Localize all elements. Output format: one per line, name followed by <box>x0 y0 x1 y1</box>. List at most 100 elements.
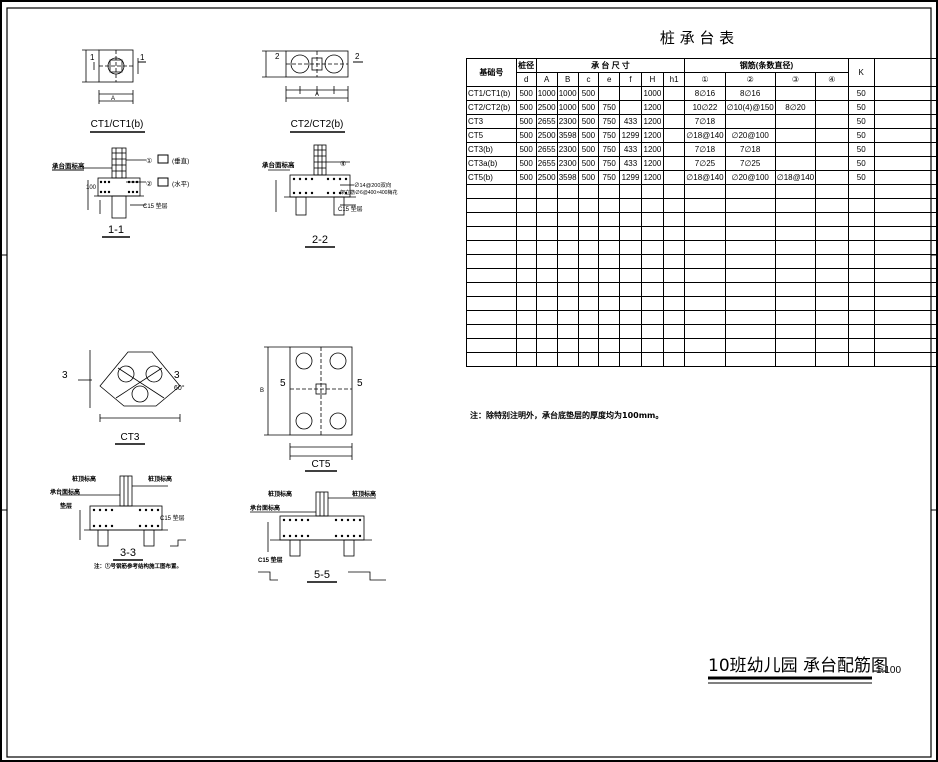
table-cell <box>684 296 726 311</box>
sec55-label-a: 承台面标高 <box>250 504 280 512</box>
table-cell <box>466 268 517 283</box>
cap-code-cell: CT5(b) <box>466 170 517 185</box>
table-cell <box>847 338 875 353</box>
ct2-cut-mark: 2 <box>275 52 280 61</box>
table-cell <box>466 198 517 213</box>
sec33-label-b: 桩顶标高 <box>72 475 96 483</box>
table-cell <box>724 254 776 269</box>
table-cell: 2300 <box>556 156 579 171</box>
table-cell <box>873 324 938 339</box>
table-cell: 50 <box>847 86 875 101</box>
table-cell: 750 <box>598 128 621 143</box>
table-header-row: 基础号 桩径 承 台 尺 寸 钢筋(条数直径) K <box>466 58 938 87</box>
table-cell <box>662 226 686 241</box>
table-cell <box>815 268 849 283</box>
table-cell <box>662 100 686 115</box>
table-cell: 500 <box>577 100 600 115</box>
sheet-scale: 1:100 <box>876 665 901 676</box>
table-cell <box>684 338 726 353</box>
table-cell <box>774 310 817 325</box>
table-cell: 1000 <box>556 100 579 115</box>
table-cell <box>815 310 849 325</box>
table-cell: 500 <box>577 114 600 129</box>
table-cell <box>515 296 537 311</box>
table-cell: 500 <box>515 170 537 185</box>
table-cell: 1000 <box>556 86 579 101</box>
sec22-bar-note-2: 架立筋∅6@400×400梅花 <box>340 189 397 196</box>
table-cell <box>684 352 726 367</box>
table-cell <box>815 114 849 129</box>
header-rebar: 钢筋(条数直径) <box>684 58 849 73</box>
table-cell <box>662 170 686 185</box>
ct2-plan-view <box>262 50 349 102</box>
table-cell: 500 <box>515 142 537 157</box>
subheader-cell: ② <box>724 72 776 87</box>
table-cell <box>724 240 776 255</box>
table-cell <box>577 184 600 199</box>
table-row <box>466 212 938 227</box>
table-cell: 2655 <box>535 114 558 129</box>
table-cell: 500 <box>515 86 537 101</box>
table-cell <box>598 268 621 283</box>
table-cell <box>847 184 875 199</box>
table-cell <box>774 128 817 143</box>
table-cell <box>619 282 642 297</box>
table-cell <box>598 324 621 339</box>
table-cell: 433 <box>619 114 642 129</box>
table-cell <box>640 324 664 339</box>
table-cell <box>556 198 579 213</box>
header-blank <box>873 58 938 87</box>
cap-code-cell: CT1/CT1(b) <box>466 86 517 101</box>
table-cell <box>535 338 558 353</box>
table-cell: 2500 <box>535 170 558 185</box>
table-cell <box>598 226 621 241</box>
table-cell <box>774 86 817 101</box>
subheader-cell: d <box>515 72 537 87</box>
table-cell <box>640 268 664 283</box>
table-cell: 3598 <box>556 128 579 143</box>
ct1-cut-mark: 1 <box>90 53 95 62</box>
table-row <box>466 184 938 199</box>
table-cell <box>847 296 875 311</box>
table-cell: 1000 <box>535 86 558 101</box>
table-row <box>466 310 938 325</box>
table-cell <box>724 338 776 353</box>
table-cell <box>556 310 579 325</box>
table-cell <box>619 86 642 101</box>
ct5-plan-view <box>264 346 353 460</box>
sec11-c15: C15 垫层 <box>143 202 168 210</box>
table-cell <box>640 198 664 213</box>
table-cell <box>662 212 686 227</box>
table-cell <box>515 198 537 213</box>
table-cell: 433 <box>619 142 642 157</box>
table-cell <box>466 324 517 339</box>
table-cell: 50 <box>847 100 875 115</box>
table-cell <box>598 352 621 367</box>
table-cell <box>535 268 558 283</box>
table-cell: 500 <box>577 156 600 171</box>
table-cell <box>873 114 938 129</box>
sec11-dim-100: 100 <box>86 185 97 191</box>
table-cell <box>619 338 642 353</box>
table-cell <box>556 282 579 297</box>
table-cell <box>619 352 642 367</box>
table-cell <box>662 282 686 297</box>
table-cell <box>662 142 686 157</box>
table-cell <box>815 100 849 115</box>
sec33-label-c: 桩顶标高 <box>148 475 172 483</box>
ct5-cut-mark: 5 <box>280 378 286 389</box>
table-cell <box>724 198 776 213</box>
table-cell <box>515 254 537 269</box>
ct1-dim-a: A <box>111 96 115 102</box>
table-cell <box>556 352 579 367</box>
table-cell <box>598 198 621 213</box>
table-cell <box>619 324 642 339</box>
table-cell <box>684 184 726 199</box>
header-code: 基础号 <box>466 58 517 87</box>
ct1-plan-view <box>82 49 139 104</box>
ct5-cut-mark-right: 5 <box>357 378 363 389</box>
